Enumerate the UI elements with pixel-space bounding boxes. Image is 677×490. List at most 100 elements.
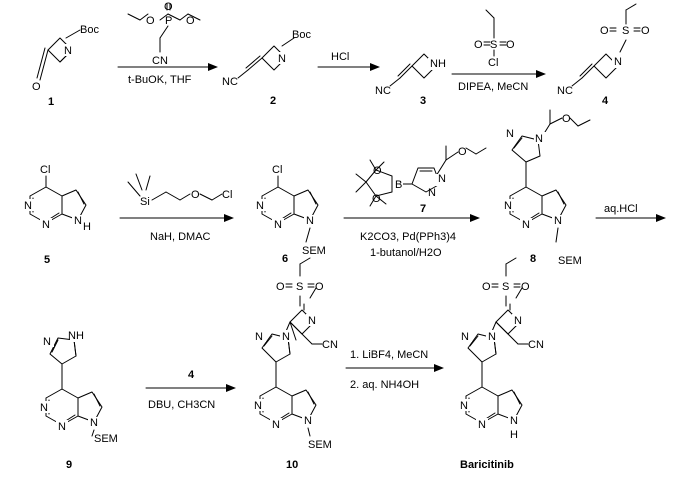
atom-sem: SEM — [308, 439, 332, 451]
compound-9-structure: N NH N N N SEM — [39, 330, 118, 445]
atom-o: O — [372, 193, 381, 205]
atom-n: N — [428, 187, 436, 199]
compound-3-label: 3 — [420, 95, 426, 107]
reagent-sem-cl-structure: Si O Cl — [127, 173, 232, 208]
compound-1-label: 1 — [48, 96, 54, 108]
reagent-phosphonate-structure: O O O P CN — [127, 1, 201, 67]
atom-cl: Cl — [488, 57, 498, 69]
atom-nh: NH — [68, 330, 84, 342]
reaction-arrow-8 — [345, 364, 444, 372]
atom-o: O — [600, 25, 609, 37]
compound-3-structure: NH NC — [375, 53, 448, 97]
atom-n: N — [506, 128, 514, 140]
atom-n: N — [304, 415, 312, 427]
atom-o: O — [373, 165, 382, 177]
atom-n: N — [255, 331, 263, 343]
condition-step-6: aq.HCl — [604, 203, 638, 215]
compound-5-structure: N N N H Cl — [23, 164, 91, 233]
atom-o: O — [521, 281, 530, 293]
compound-8-label: 8 — [530, 253, 536, 265]
atom-o: O — [506, 39, 515, 51]
atom-n: N — [478, 419, 486, 431]
atom-n: N — [40, 402, 48, 414]
atom-o: O — [458, 146, 467, 158]
compound-9-label: 9 — [66, 459, 72, 471]
atom-n: N — [254, 400, 262, 412]
atom-n: N — [438, 173, 446, 185]
atom-si: Si — [140, 196, 150, 208]
atom-cn: CN — [322, 339, 338, 351]
compound-6-structure: N N N Cl SEM — [255, 164, 326, 257]
atom-h: H — [83, 221, 91, 233]
atom-cl: Cl — [272, 164, 282, 176]
atom-o: O — [276, 281, 285, 293]
atom-boc: Boc — [80, 24, 99, 36]
condition-step-5-line-2: 1-butanol/H2O — [370, 247, 442, 259]
baricitinib-structure: N O S O N N CN N N N H — [459, 257, 544, 441]
atom-n: N — [306, 215, 314, 227]
condition-step-8-line-2: 2. aq. NH4OH — [350, 379, 419, 391]
atom-n: N — [64, 45, 72, 57]
atom-o: O — [186, 15, 195, 27]
atom-s: S — [296, 281, 303, 293]
atom-nc: NC — [222, 76, 238, 88]
atom-n: N — [522, 219, 530, 231]
atom-n: N — [488, 331, 496, 343]
atom-n: N — [514, 315, 522, 327]
atom-n: N — [282, 331, 290, 343]
atom-p: P — [165, 15, 172, 27]
atom-o: O — [32, 81, 41, 93]
compound-4-structure: N O S O NC — [557, 3, 650, 97]
compound-7-label: 7 — [420, 203, 426, 215]
compound-10-structure: N O S O N N CN N N N SEM — [253, 257, 338, 451]
condition-step-3: DIPEA, MeCN — [458, 81, 528, 93]
atom-n: N — [308, 315, 316, 327]
atom-s: S — [490, 39, 497, 51]
atom-nc: NC — [557, 85, 573, 97]
atom-n: N — [278, 53, 286, 65]
atom-o: O — [191, 189, 200, 201]
condition-step-2: HCl — [331, 51, 349, 63]
atom-sem: SEM — [94, 433, 118, 445]
atom-boc: Boc — [292, 29, 311, 41]
atom-o: O — [562, 113, 571, 125]
compound-4-label: 4 — [602, 95, 609, 107]
atom-n: N — [43, 336, 51, 348]
atom-cn: CN — [528, 339, 544, 351]
condition-step-7-reagent: 4 — [188, 369, 195, 381]
reaction-arrow-5 — [343, 214, 480, 222]
reaction-arrow-1 — [117, 63, 218, 71]
atom-n: N — [90, 417, 98, 429]
atom-b: B — [395, 179, 402, 191]
atom-cl: Cl — [222, 189, 232, 201]
reaction-arrow-4 — [119, 214, 234, 222]
atom-n: N — [460, 400, 468, 412]
atom-s: S — [622, 25, 629, 37]
compound-10-label: 10 — [286, 459, 298, 471]
atom-n: N — [614, 56, 622, 68]
reagent-sulfonyl-chloride-structure: O S O Cl — [474, 9, 515, 69]
atom-o: O — [482, 281, 491, 293]
atom-nh: NH — [430, 58, 446, 70]
atom-nc: NC — [375, 85, 391, 97]
reaction-arrow-3 — [451, 70, 546, 78]
atom-n: N — [504, 200, 512, 212]
condition-step-4: NaH, DMAC — [150, 231, 211, 243]
atom-o: O — [315, 281, 324, 293]
condition-step-5-line-1: K2CO3, Pd(PPh3)4 — [360, 231, 456, 243]
compound-6-label: 6 — [282, 253, 288, 265]
atom-n: N — [24, 200, 32, 212]
condition-step-7: DBU, CH3CN — [148, 399, 215, 411]
atom-n: N — [461, 331, 469, 343]
atom-h: H — [510, 429, 518, 441]
atom-n: N — [272, 419, 280, 431]
atom-sem: SEM — [302, 245, 326, 257]
compound-8-structure: N N O N N N SEM — [503, 109, 591, 267]
atom-nh-n: N — [74, 215, 82, 227]
compound-5-label: 5 — [44, 254, 50, 266]
atom-o: O — [474, 39, 483, 51]
condition-step-1: t-BuOK, THF — [128, 74, 192, 86]
atom-o: O — [146, 15, 155, 27]
compound-1-structure: N Boc O — [32, 24, 99, 93]
